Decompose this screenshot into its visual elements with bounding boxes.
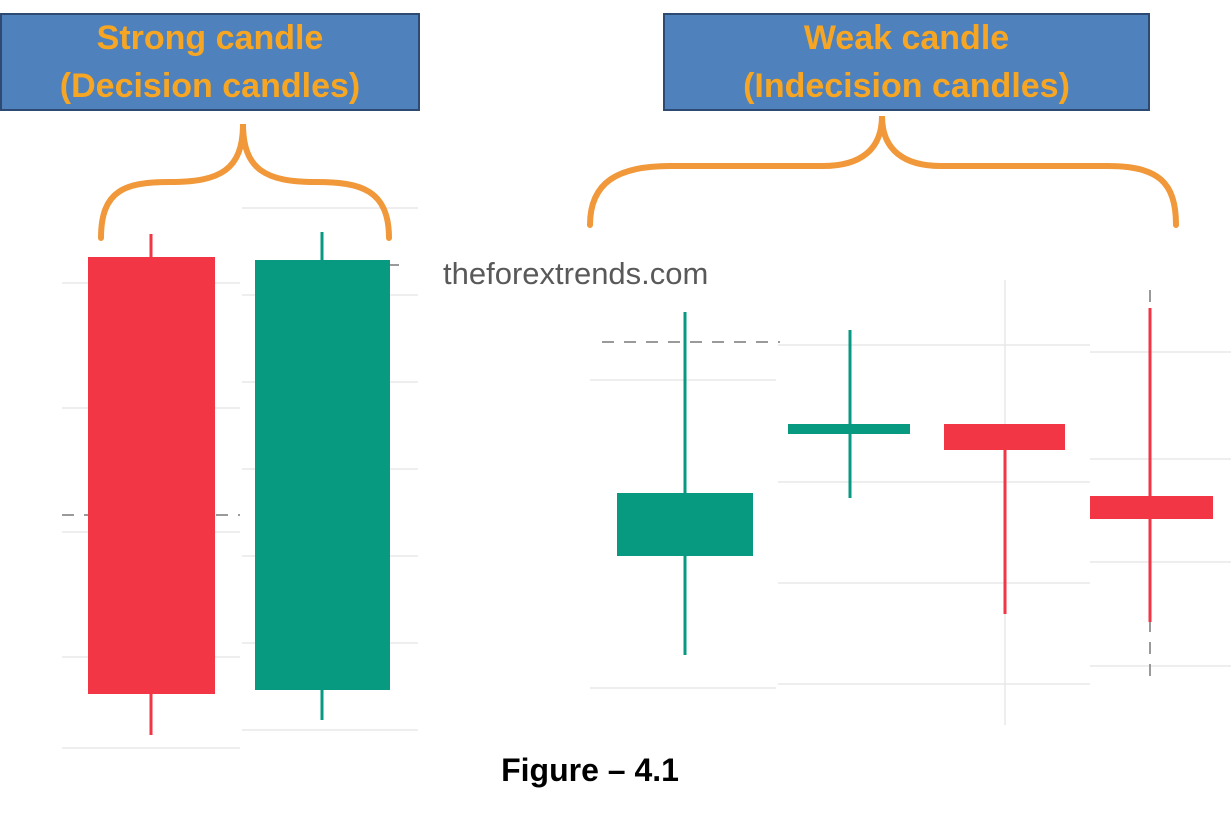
long-legged-doji-body	[1090, 496, 1213, 519]
bullish-candle-body	[255, 260, 390, 690]
braces	[98, 115, 1179, 241]
watermark-text: theforextrends.com	[443, 256, 709, 291]
strong-label-line2: (Decision candles)	[59, 67, 361, 105]
strong-candles	[88, 232, 390, 735]
weak-brace	[587, 115, 1179, 228]
weak-label-line1: Weak candle	[803, 19, 1010, 57]
weak-panel-grid	[590, 280, 1231, 725]
figure-caption: Figure – 4.1	[501, 752, 679, 788]
weak-candle-label-box: Weak candle (Indecision candles)	[663, 13, 1150, 111]
dashed-reference-lines	[62, 264, 1151, 676]
hammer-body	[944, 424, 1065, 450]
weak-label-line2: (Indecision candles)	[743, 67, 1070, 105]
doji-body	[788, 424, 910, 434]
strong-candle-label-box: Strong candle (Decision candles)	[0, 13, 420, 111]
bearish-candle-body	[88, 257, 215, 694]
spinning-top-body	[617, 493, 753, 556]
weak-candles	[617, 308, 1213, 655]
strong-label-line1: Strong candle	[96, 19, 324, 57]
strong-brace	[98, 123, 392, 241]
